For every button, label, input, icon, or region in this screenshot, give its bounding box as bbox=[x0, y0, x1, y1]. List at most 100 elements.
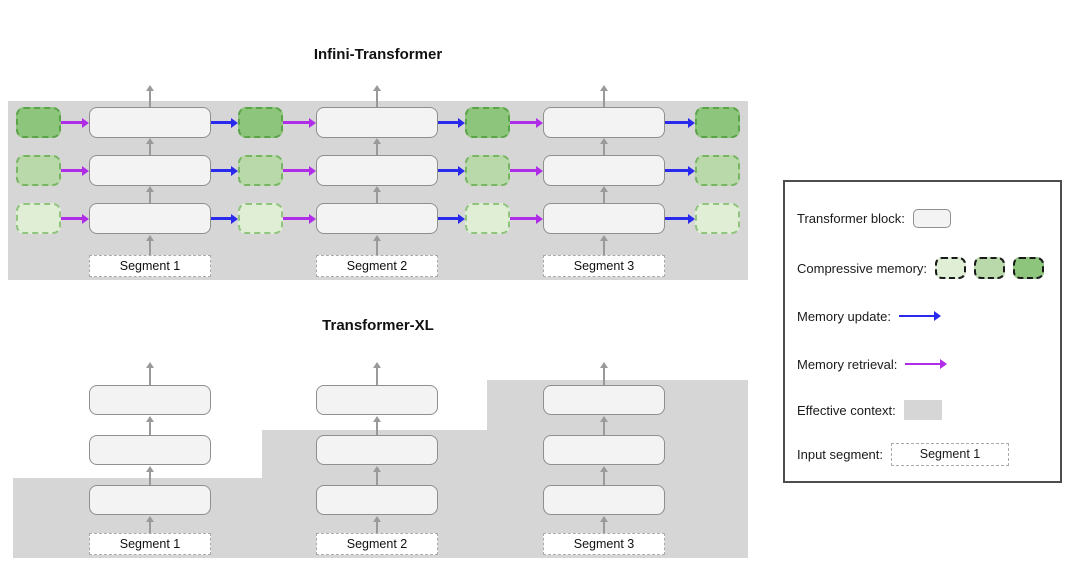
compressive-memory-box bbox=[695, 107, 740, 138]
memory-update-arrow bbox=[438, 213, 465, 224]
arrow-shaft bbox=[603, 366, 605, 385]
transformer-xl-title: Transformer-XL bbox=[322, 317, 434, 334]
compressive-memory-box bbox=[465, 155, 510, 186]
arrow-shaft bbox=[61, 217, 83, 220]
arrow-head bbox=[536, 213, 543, 224]
arrow-shaft bbox=[376, 420, 378, 435]
arrow-head bbox=[536, 117, 543, 128]
transformer-block bbox=[89, 385, 211, 415]
legend-row-memory-update: Memory update: bbox=[797, 303, 941, 329]
transformer-block bbox=[543, 435, 665, 465]
arrow-shaft bbox=[376, 520, 378, 533]
context-flow-arrow bbox=[145, 186, 155, 203]
arrow-shaft bbox=[376, 239, 378, 255]
arrow-head bbox=[599, 138, 608, 144]
memory-retrieval-arrow bbox=[283, 213, 316, 224]
transformer-block bbox=[316, 435, 438, 465]
arrow-head bbox=[145, 138, 154, 144]
context-flow-arrow bbox=[145, 362, 155, 385]
arrow-shaft bbox=[510, 121, 537, 124]
arrow-head bbox=[599, 416, 608, 422]
compressive-memory-box bbox=[465, 107, 510, 138]
legend-input-segment-label: Input segment: bbox=[797, 446, 883, 462]
arrow-head bbox=[309, 165, 316, 176]
arrow-head bbox=[82, 213, 89, 224]
transformer-block bbox=[543, 155, 665, 186]
memory-update-arrow bbox=[665, 213, 695, 224]
arrow-shaft bbox=[211, 217, 232, 220]
context-flow-arrow bbox=[599, 235, 609, 255]
arrow-head bbox=[372, 416, 381, 422]
memory-light-swatch bbox=[935, 257, 967, 279]
memory-update-arrow bbox=[211, 165, 238, 176]
arrow-shaft bbox=[603, 470, 605, 485]
arrow-shaft bbox=[376, 190, 378, 203]
memory-update-arrow-swatch bbox=[898, 311, 941, 321]
arrow-head bbox=[309, 213, 316, 224]
segment-label: Segment 1 bbox=[89, 533, 211, 555]
arrow-head bbox=[599, 466, 608, 472]
arrow-head bbox=[599, 186, 608, 192]
arrow-head bbox=[458, 165, 465, 176]
arrow-shaft bbox=[665, 121, 689, 124]
legend-row-memory-retrieval: Memory retrieval: bbox=[797, 351, 948, 377]
transformer-block bbox=[89, 107, 211, 138]
context-flow-arrow bbox=[372, 466, 382, 485]
arrow-head bbox=[933, 311, 941, 321]
arrow-shaft bbox=[283, 217, 310, 220]
arrow-shaft bbox=[376, 470, 378, 485]
arrow-head bbox=[145, 186, 154, 192]
memory-update-arrow bbox=[665, 165, 695, 176]
arrow-shaft bbox=[438, 217, 459, 220]
legend-panel: Transformer block: Compressive memory: M… bbox=[783, 180, 1062, 483]
memory-retrieval-arrow bbox=[510, 165, 543, 176]
context-flow-arrow bbox=[145, 138, 155, 155]
arrow-shaft bbox=[283, 169, 310, 172]
arrow-head bbox=[599, 235, 608, 241]
arrow-shaft bbox=[898, 314, 935, 318]
arrow-head bbox=[82, 117, 89, 128]
arrow-shaft bbox=[603, 142, 605, 155]
arrow-head bbox=[231, 213, 238, 224]
segment-label: Segment 2 bbox=[316, 255, 438, 277]
context-flow-arrow bbox=[372, 362, 382, 385]
context-flow-arrow bbox=[372, 85, 382, 107]
arrow-head bbox=[145, 466, 154, 472]
compressive-memory-box bbox=[695, 203, 740, 234]
compressive-memory-box bbox=[238, 203, 283, 234]
segment-label: Segment 3 bbox=[543, 255, 665, 277]
arrow-head bbox=[145, 235, 154, 241]
transformer-block-swatch bbox=[912, 208, 951, 228]
arrow-shaft bbox=[603, 520, 605, 533]
legend-memory-update-label: Memory update: bbox=[797, 308, 891, 324]
context-flow-arrow bbox=[599, 466, 609, 485]
arrow-shaft bbox=[376, 366, 378, 385]
segment-label: Segment 3 bbox=[543, 533, 665, 555]
transformer-block bbox=[89, 155, 211, 186]
transformer-block bbox=[89, 485, 211, 515]
context-flow-arrow bbox=[145, 466, 155, 485]
segment-label: Segment 1 bbox=[89, 255, 211, 277]
context-flow-arrow bbox=[145, 416, 155, 435]
compressive-memory-box bbox=[16, 107, 61, 138]
memory-dark-swatch bbox=[1013, 257, 1045, 279]
memory-retrieval-arrow bbox=[61, 165, 89, 176]
arrow-head bbox=[145, 362, 154, 368]
arrow-head bbox=[372, 138, 381, 144]
context-flow-arrow bbox=[145, 235, 155, 255]
context-flow-arrow bbox=[372, 186, 382, 203]
transformer-block bbox=[316, 385, 438, 415]
memory-update-arrow bbox=[211, 213, 238, 224]
transformer-block bbox=[543, 107, 665, 138]
arrow-head bbox=[372, 235, 381, 241]
arrow-head bbox=[231, 117, 238, 128]
arrow-shaft bbox=[510, 169, 537, 172]
compressive-memory-box bbox=[238, 155, 283, 186]
arrow-shaft bbox=[283, 121, 310, 124]
arrow-shaft bbox=[211, 169, 232, 172]
arrow-shaft bbox=[149, 470, 151, 485]
memory-retrieval-arrow bbox=[61, 213, 89, 224]
memory-retrieval-arrow bbox=[283, 117, 316, 128]
transformer-block bbox=[316, 485, 438, 515]
